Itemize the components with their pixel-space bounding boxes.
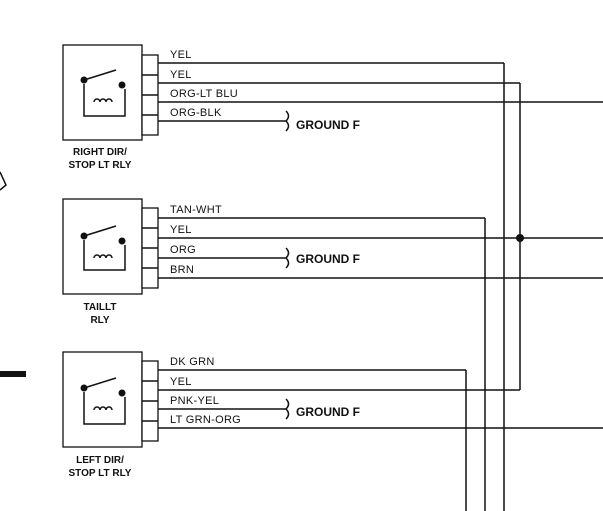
relay-body [62, 44, 143, 141]
relay-taillight: TAILLT RLY TAN-WHT YEL ORG BRN GROUND F [62, 198, 603, 326]
ground-symbol [285, 398, 290, 420]
junction-dot [516, 234, 524, 242]
edge-mark-bar [0, 371, 26, 377]
relay-caption-line-1: LEFT DIR/ [76, 455, 124, 466]
wire-label: YEL [170, 69, 192, 81]
wire-label: YEL [170, 376, 192, 388]
wire-label: LT GRN-ORG [170, 414, 241, 426]
wire-label: TAN-WHT [170, 204, 222, 216]
relay-caption-line-2: STOP LT RLY [69, 468, 132, 479]
relay-left-dir-stop: LEFT DIR/ STOP LT RLY DK GRN YEL PNK-YEL… [62, 351, 603, 479]
ground-label: GROUND F [296, 252, 360, 266]
wire-label: ORG-LT BLU [170, 88, 238, 100]
wire-label: YEL [170, 224, 192, 236]
wire-label: ORG-BLK [170, 107, 222, 119]
wire-label: DK GRN [170, 356, 215, 368]
ground-symbol [285, 110, 290, 132]
relay-caption-line-1: RIGHT DIR/ [73, 147, 127, 158]
wire-label: BRN [170, 264, 194, 276]
vertical-bus [465, 63, 524, 511]
relay-body [62, 198, 143, 295]
relay-switch-symbol [80, 225, 126, 271]
relay-caption-line-2: STOP LT RLY [69, 160, 132, 171]
wire-label: YEL [170, 49, 192, 61]
relay-switch-symbol [80, 69, 126, 117]
relay-switch-symbol [80, 377, 126, 425]
ground-label: GROUND F [296, 118, 360, 132]
wire-label: PNK-YEL [170, 395, 219, 407]
relay-right-dir-stop: RIGHT DIR/ STOP LT RLY YEL YEL ORG-LT BL… [62, 44, 603, 171]
edge-mark-top [0, 171, 7, 191]
wire-label: ORG [170, 244, 196, 256]
ground-symbol [285, 247, 290, 269]
relay-caption-line-2: RLY [90, 315, 109, 326]
relay-body [62, 351, 143, 448]
ground-label: GROUND F [296, 405, 360, 419]
relay-caption-line-1: TAILLT [84, 302, 117, 313]
